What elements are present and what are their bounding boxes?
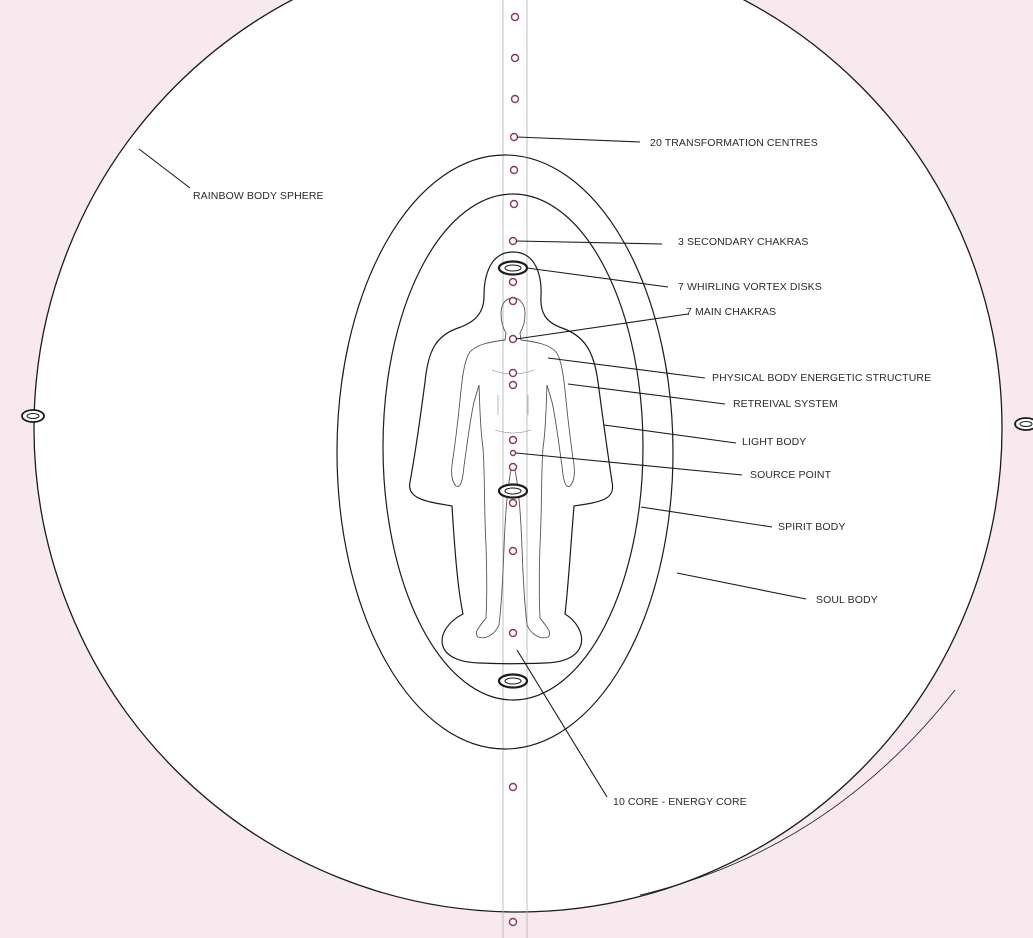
right-sphere-disk-inner [1020,422,1032,427]
chakra-dot [512,14,519,21]
chakra-dot [511,134,518,141]
vortex-disk-middle-inner [505,488,521,494]
vortex-disk-bottom-inner [505,678,521,684]
chakra-dot [510,336,517,343]
label-main-chakras: 7 MAIN CHAKRAS [686,306,776,318]
chakra-dot [510,630,517,637]
label-transformation-centres: 20 TRANSFORMATION CENTRES [650,137,818,149]
chakra-dot [511,201,518,208]
label-source-point: SOURCE POINT [750,469,832,481]
chakra-dot [510,784,517,791]
left-sphere-disk-inner [27,414,39,419]
chakra-dot [510,370,517,377]
label-secondary-chakras: 3 SECONDARY CHAKRAS [678,236,808,248]
chakra-dot [510,548,517,555]
label-whirling-vortex-disks: 7 WHIRLING VORTEX DISKS [678,281,822,293]
chakra-dot [510,437,517,444]
chakra-dot [510,919,517,926]
chakra-dot [510,298,517,305]
chakra-dot [510,238,517,245]
label-energy-core: 10 CORE - ENERGY CORE [613,796,747,808]
chakra-dot [510,382,517,389]
label-rainbow-body-sphere: RAINBOW BODY SPHERE [193,190,324,202]
chakra-dot [510,279,517,286]
source-point-dot [511,451,516,456]
chakra-dot [512,55,519,62]
label-retreival-system: RETREIVAL SYSTEM [733,398,838,410]
vortex-disk-top-inner [505,265,521,271]
chakra-dot [510,500,517,507]
chakra-dot [510,464,517,471]
chakra-dot [511,167,518,174]
label-spirit-body: SPIRIT BODY [778,521,845,533]
label-physical-body-energetic-structure: PHYSICAL BODY ENERGETIC STRUCTURE [712,372,931,384]
label-light-body: LIGHT BODY [742,436,806,448]
label-soul-body: SOUL BODY [816,594,878,606]
chakra-dot [512,96,519,103]
